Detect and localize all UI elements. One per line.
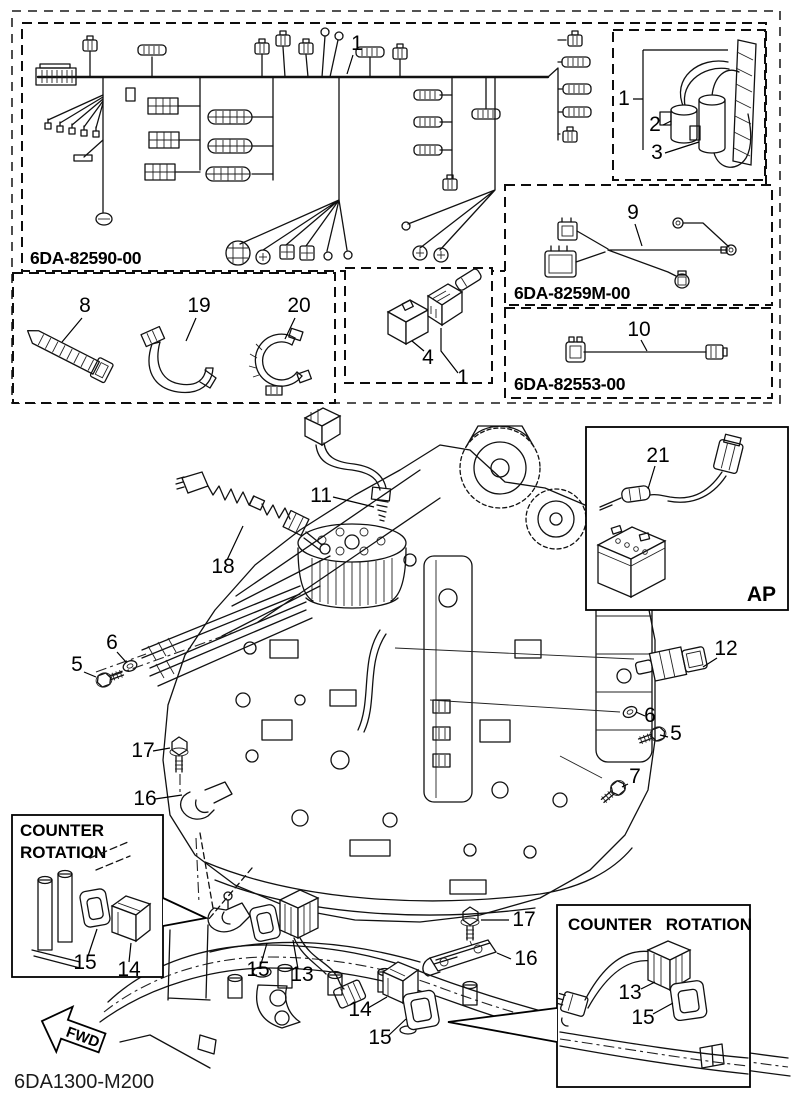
callout-10: 10 xyxy=(627,318,650,341)
callout-16-left: 16 xyxy=(133,787,156,810)
callout-20: 20 xyxy=(287,294,310,317)
ignition-coil-assembly-drawing xyxy=(633,39,757,168)
counter-rotation-right-label: COUNTER ROTATION xyxy=(568,915,752,934)
camshaft-gear-small xyxy=(525,488,587,550)
callout-9: 9 xyxy=(627,201,639,224)
battery-cable-drawing: 21 AP xyxy=(596,433,776,606)
thermo-sensor-drawing: 18 xyxy=(175,471,331,578)
callout-18: 18 xyxy=(211,555,234,578)
callout-8: 8 xyxy=(79,294,91,317)
callout-4: 4 xyxy=(422,346,434,369)
callout-6-left: 6 xyxy=(106,631,118,654)
ring-clamp-drawing xyxy=(248,327,312,396)
mount-retainer-drawing xyxy=(207,891,251,933)
callout-1-relay: 1 xyxy=(457,366,469,389)
counter-rotation-left-label-2: ROTATION xyxy=(20,843,106,862)
throttle-shafts xyxy=(95,585,313,687)
grommet-b-drawing xyxy=(402,989,440,1031)
callout-17-left: 17 xyxy=(131,739,154,762)
bolt-washer-right-drawing: 6 5 xyxy=(429,699,682,749)
diagram-code: 6DA1300-M200 xyxy=(14,1071,154,1093)
callout-14-mid: 14 xyxy=(348,998,372,1021)
oil-pressure-tube-drawing: 11 xyxy=(303,407,392,522)
bolt-bracket-left-drawing: 17 16 xyxy=(131,736,233,909)
callout-19: 19 xyxy=(187,294,210,317)
callout-17-right: 17 xyxy=(512,908,535,931)
fwd-arrow: FWD xyxy=(40,1004,107,1055)
callout-15-left-box: 15 xyxy=(73,951,96,974)
camshaft-gear-large xyxy=(459,425,541,509)
callout-3: 3 xyxy=(651,141,663,164)
callout-15-right-box: 15 xyxy=(631,1006,654,1029)
callout-1-coil: 1 xyxy=(618,87,630,110)
callout-14-left-box: 14 xyxy=(117,958,141,981)
grommet-a-drawing xyxy=(249,904,281,942)
callout-21: 21 xyxy=(646,444,669,467)
callout-1-harness: 1 xyxy=(351,32,363,55)
part-number-main-harness: 6DA-82590-00 xyxy=(30,248,142,268)
lead-wire-13-right-drawing xyxy=(556,940,692,1017)
sub-lead-wire-drawing xyxy=(544,217,737,289)
callout-11: 11 xyxy=(310,484,332,507)
engine-line-art xyxy=(95,425,656,923)
callout-15-mid-b: 15 xyxy=(368,1026,391,1049)
bolt-washer-left-drawing: 5 6 xyxy=(71,629,241,690)
oil-filter-drum xyxy=(297,523,407,609)
main-wire-harness-drawing xyxy=(35,27,592,266)
callout-6-right: 6 xyxy=(644,704,656,727)
callout-5-right: 5 xyxy=(670,722,682,745)
callout-2: 2 xyxy=(649,113,661,136)
callout-7: 7 xyxy=(629,765,641,788)
counter-rotation-right-box: COUNTER ROTATION 13 15 xyxy=(447,904,752,1088)
connector-13-mid-drawing xyxy=(278,889,367,1009)
callout-16-right: 16 xyxy=(514,947,537,970)
ap-label: AP xyxy=(747,583,776,606)
oil-pressure-sensor-drawing: 12 xyxy=(394,637,738,682)
callout-13-mid: 13 xyxy=(290,963,313,986)
counter-rotation-left-label-1: COUNTER xyxy=(20,821,104,840)
top-callouts: 1 8 19 20 4 1 1 2 3 9 10 xyxy=(61,32,663,389)
counter-rotation-left-box: COUNTER ROTATION 15 14 xyxy=(11,814,209,981)
connector-14-mid-drawing xyxy=(381,961,420,1005)
callout-13-right-box: 13 xyxy=(618,981,641,1004)
mid-callouts: 15 13 14 15 17 16 xyxy=(246,908,537,1049)
callout-15-mid-a: 15 xyxy=(246,958,269,981)
wire-lead-drawing xyxy=(565,336,728,363)
mount-post-drawing xyxy=(31,869,81,969)
callout-12: 12 xyxy=(714,637,737,660)
cable-tie-drawing xyxy=(26,330,114,384)
hose-clamp-drawing xyxy=(140,325,217,394)
relay-and-connector-drawing xyxy=(386,268,482,374)
part-number-sub-lead: 6DA-8259M-00 xyxy=(514,283,631,303)
bolt-7-drawing: 7 xyxy=(559,755,641,807)
frame-outer-dashed-box xyxy=(11,10,781,404)
bracket-16-right-drawing xyxy=(422,939,498,977)
connector-14-left-drawing xyxy=(110,895,152,943)
part-number-wire-lead: 6DA-82553-00 xyxy=(514,374,626,394)
callout-5-left: 5 xyxy=(71,653,83,676)
frame-clamp-box xyxy=(12,272,336,404)
battery-drawing xyxy=(596,524,667,599)
